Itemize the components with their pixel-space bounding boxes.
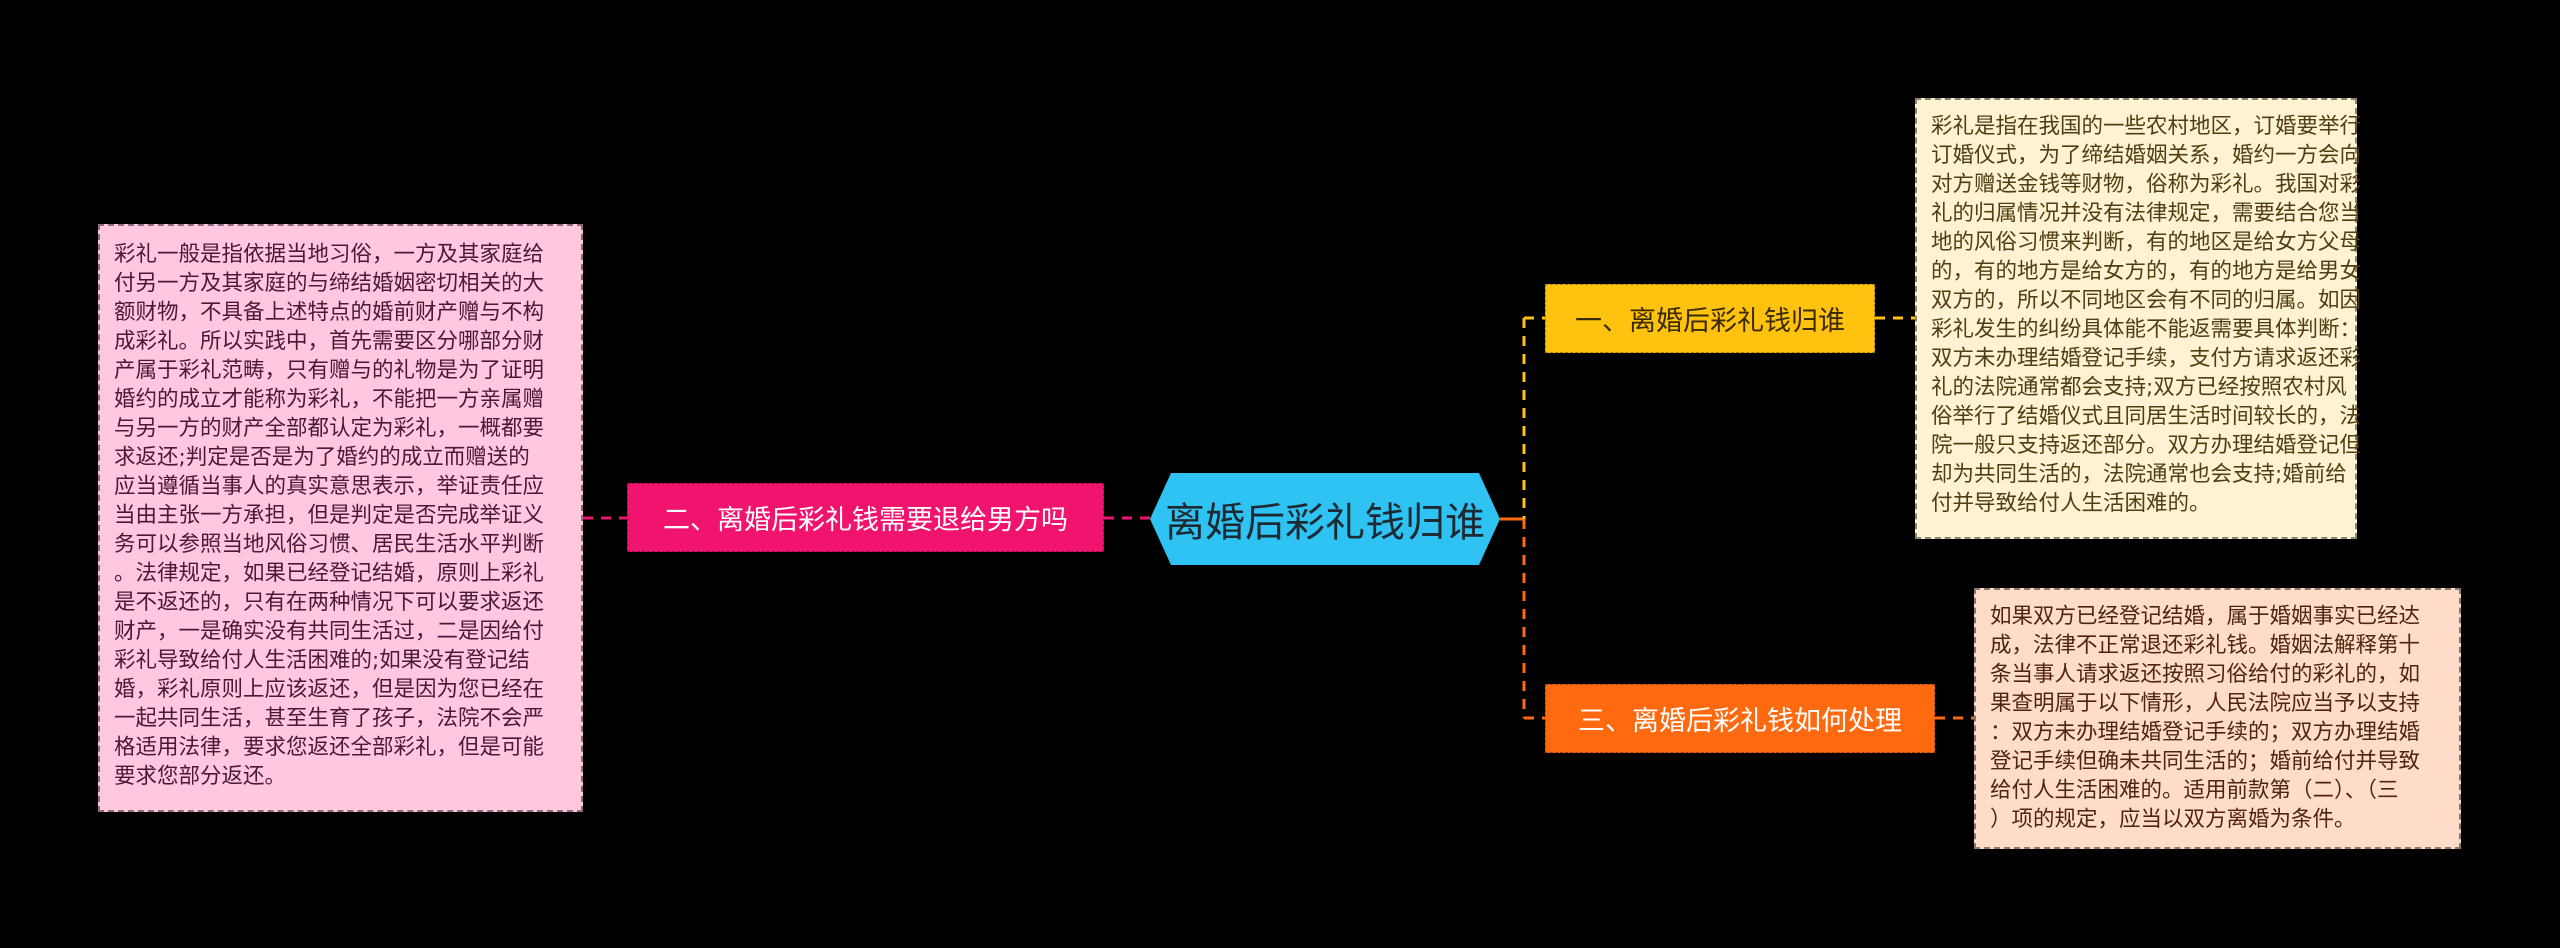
note-text-line: 彩礼导致给付人生活困难的;如果没有登记结 [114, 648, 530, 673]
note-text-line: 彩礼发生的纠纷具体能不能返需要具体判断： [1931, 317, 2362, 342]
note-text-line: 俗举行了结婚仪式且同居生活时间较长的，法 [1931, 404, 2362, 429]
note-text-line: 院一般只支持返还部分。双方办理结婚登记但 [1931, 433, 2362, 458]
note-text-line: 却为共同生活的，法院通常也会支持;婚前给 [1931, 462, 2347, 487]
note-text-line: 双方的，所以不同地区会有不同的归属。如因 [1931, 288, 2362, 313]
note-text-line: 给付人生活困难的。适用前款第（二）、（三 [1990, 778, 2399, 803]
note-text-line: 求返还;判定是否是为了婚约的成立而赠送的 [114, 445, 530, 470]
note-text-line: 登记手续但确未共同生活的；婚前给付并导致 [1990, 749, 2421, 774]
branch-label: 三、离婚后彩礼钱如何处理 [1578, 706, 1902, 737]
note-text-line: 。法律规定，如果已经登记结婚，原则上彩礼 [114, 561, 545, 586]
note-text-line: 付并导致给付人生活困难的。 [1931, 491, 2211, 516]
note-text-line: 礼的法院通常都会支持;双方已经按照农村风 [1931, 375, 2347, 400]
note-text-line: 产属于彩礼范畴，只有赠与的礼物是为了证明 [114, 358, 545, 383]
note-text-line: 一起共同生活，甚至生育了孩子，法院不会严 [114, 706, 545, 731]
branch-refund-to-groom[interactable]: 二、离婚后彩礼钱需要退给男方吗 [627, 483, 1104, 552]
note-text-line: 务可以参照当地风俗习惯、居民生活水平判断 [114, 532, 545, 557]
note-text-line: 额财物，不具备上述特点的婚前财产赠与不构 [114, 300, 545, 325]
note-text-line: 成彩礼。所以实践中，首先需要区分哪部分财 [114, 329, 545, 354]
note-text-line: 果查明属于以下情形，人民法院应当予以支持 [1990, 691, 2421, 716]
branch-who-owns-bride-price[interactable]: 一、离婚后彩礼钱归谁 [1545, 284, 1875, 353]
note-text-line: 财产，一是确实没有共同生活过，二是因给付 [114, 619, 545, 644]
note-text-line: 付另一方及其家庭的与缔结婚姻密切相关的大 [114, 271, 545, 296]
central-topic[interactable]: 离婚后彩礼钱归谁 [1150, 473, 1500, 565]
note-text-line: 当由主张一方承担，但是判定是否完成举证义 [114, 503, 545, 528]
note-text-line: 礼的归属情况并没有法律规定，需要结合您当 [1931, 201, 2362, 226]
note-text-line: 是不返还的，只有在两种情况下可以要求返还 [114, 590, 545, 615]
note-text-line: 订婚仪式，为了缔结婚姻关系，婚约一方会向 [1931, 143, 2362, 168]
note-text-line: 与另一方的财产全部都认定为彩礼，一概都要 [114, 416, 545, 441]
note-text-line: 成，法律不正常退还彩礼钱。婚姻法解释第十 [1990, 633, 2421, 658]
note-text-line: 要求您部分返还。 [114, 764, 287, 789]
note-text-line: 的，有的地方是给女方的，有的地方是给男女 [1931, 259, 2362, 284]
note-text-line: 格适用法律，要求您返还全部彩礼，但是可能 [114, 735, 545, 760]
note-text-line: 彩礼是指在我国的一些农村地区，订婚要举行 [1931, 114, 2362, 139]
note-text-line: 地的风俗习惯来判断，有的地区是给女方父母 [1931, 230, 2362, 255]
note-text-line: 彩礼一般是指依据当地习俗，一方及其家庭给 [114, 242, 545, 267]
note-who-owns-bride-price: 彩礼是指在我国的一些农村地区，订婚要举行订婚仪式，为了缔结婚姻关系，婚约一方会向… [1915, 98, 2362, 539]
central-topic-label: 离婚后彩礼钱归谁 [1165, 500, 1485, 546]
note-text-line: 条当事人请求返还按照习俗给付的彩礼的，如 [1990, 662, 2421, 687]
note-text-line: ：双方未办理结婚登记手续的；双方办理结婚 [1990, 720, 2421, 745]
branch-how-to-handle[interactable]: 三、离婚后彩礼钱如何处理 [1545, 684, 1935, 753]
note-text-line: 婚，彩礼原则上应该返还，但是因为您已经在 [114, 677, 545, 702]
note-text-line: 应当遵循当事人的真实意思表示，举证责任应 [114, 474, 545, 499]
note-how-to-handle: 如果双方已经登记结婚，属于婚姻事实已经达成，法律不正常退还彩礼钱。婚姻法解释第十… [1974, 588, 2461, 849]
note-text-line: ）项的规定，应当以双方离婚为条件。 [1990, 807, 2356, 832]
note-text-line: 婚约的成立才能称为彩礼，不能把一方亲属赠 [114, 387, 545, 412]
note-text-line: 如果双方已经登记结婚，属于婚姻事实已经达 [1990, 604, 2421, 629]
note-text-line: 双方未办理结婚登记手续，支付方请求返还彩 [1931, 346, 2362, 371]
branch-label: 二、离婚后彩礼钱需要退给男方吗 [663, 505, 1068, 536]
note-refund-to-groom: 彩礼一般是指依据当地习俗，一方及其家庭给付另一方及其家庭的与缔结婚姻密切相关的大… [98, 224, 583, 812]
branch-label: 一、离婚后彩礼钱归谁 [1575, 306, 1845, 337]
note-text-line: 对方赠送金钱等财物，俗称为彩礼。我国对彩 [1931, 172, 2362, 197]
